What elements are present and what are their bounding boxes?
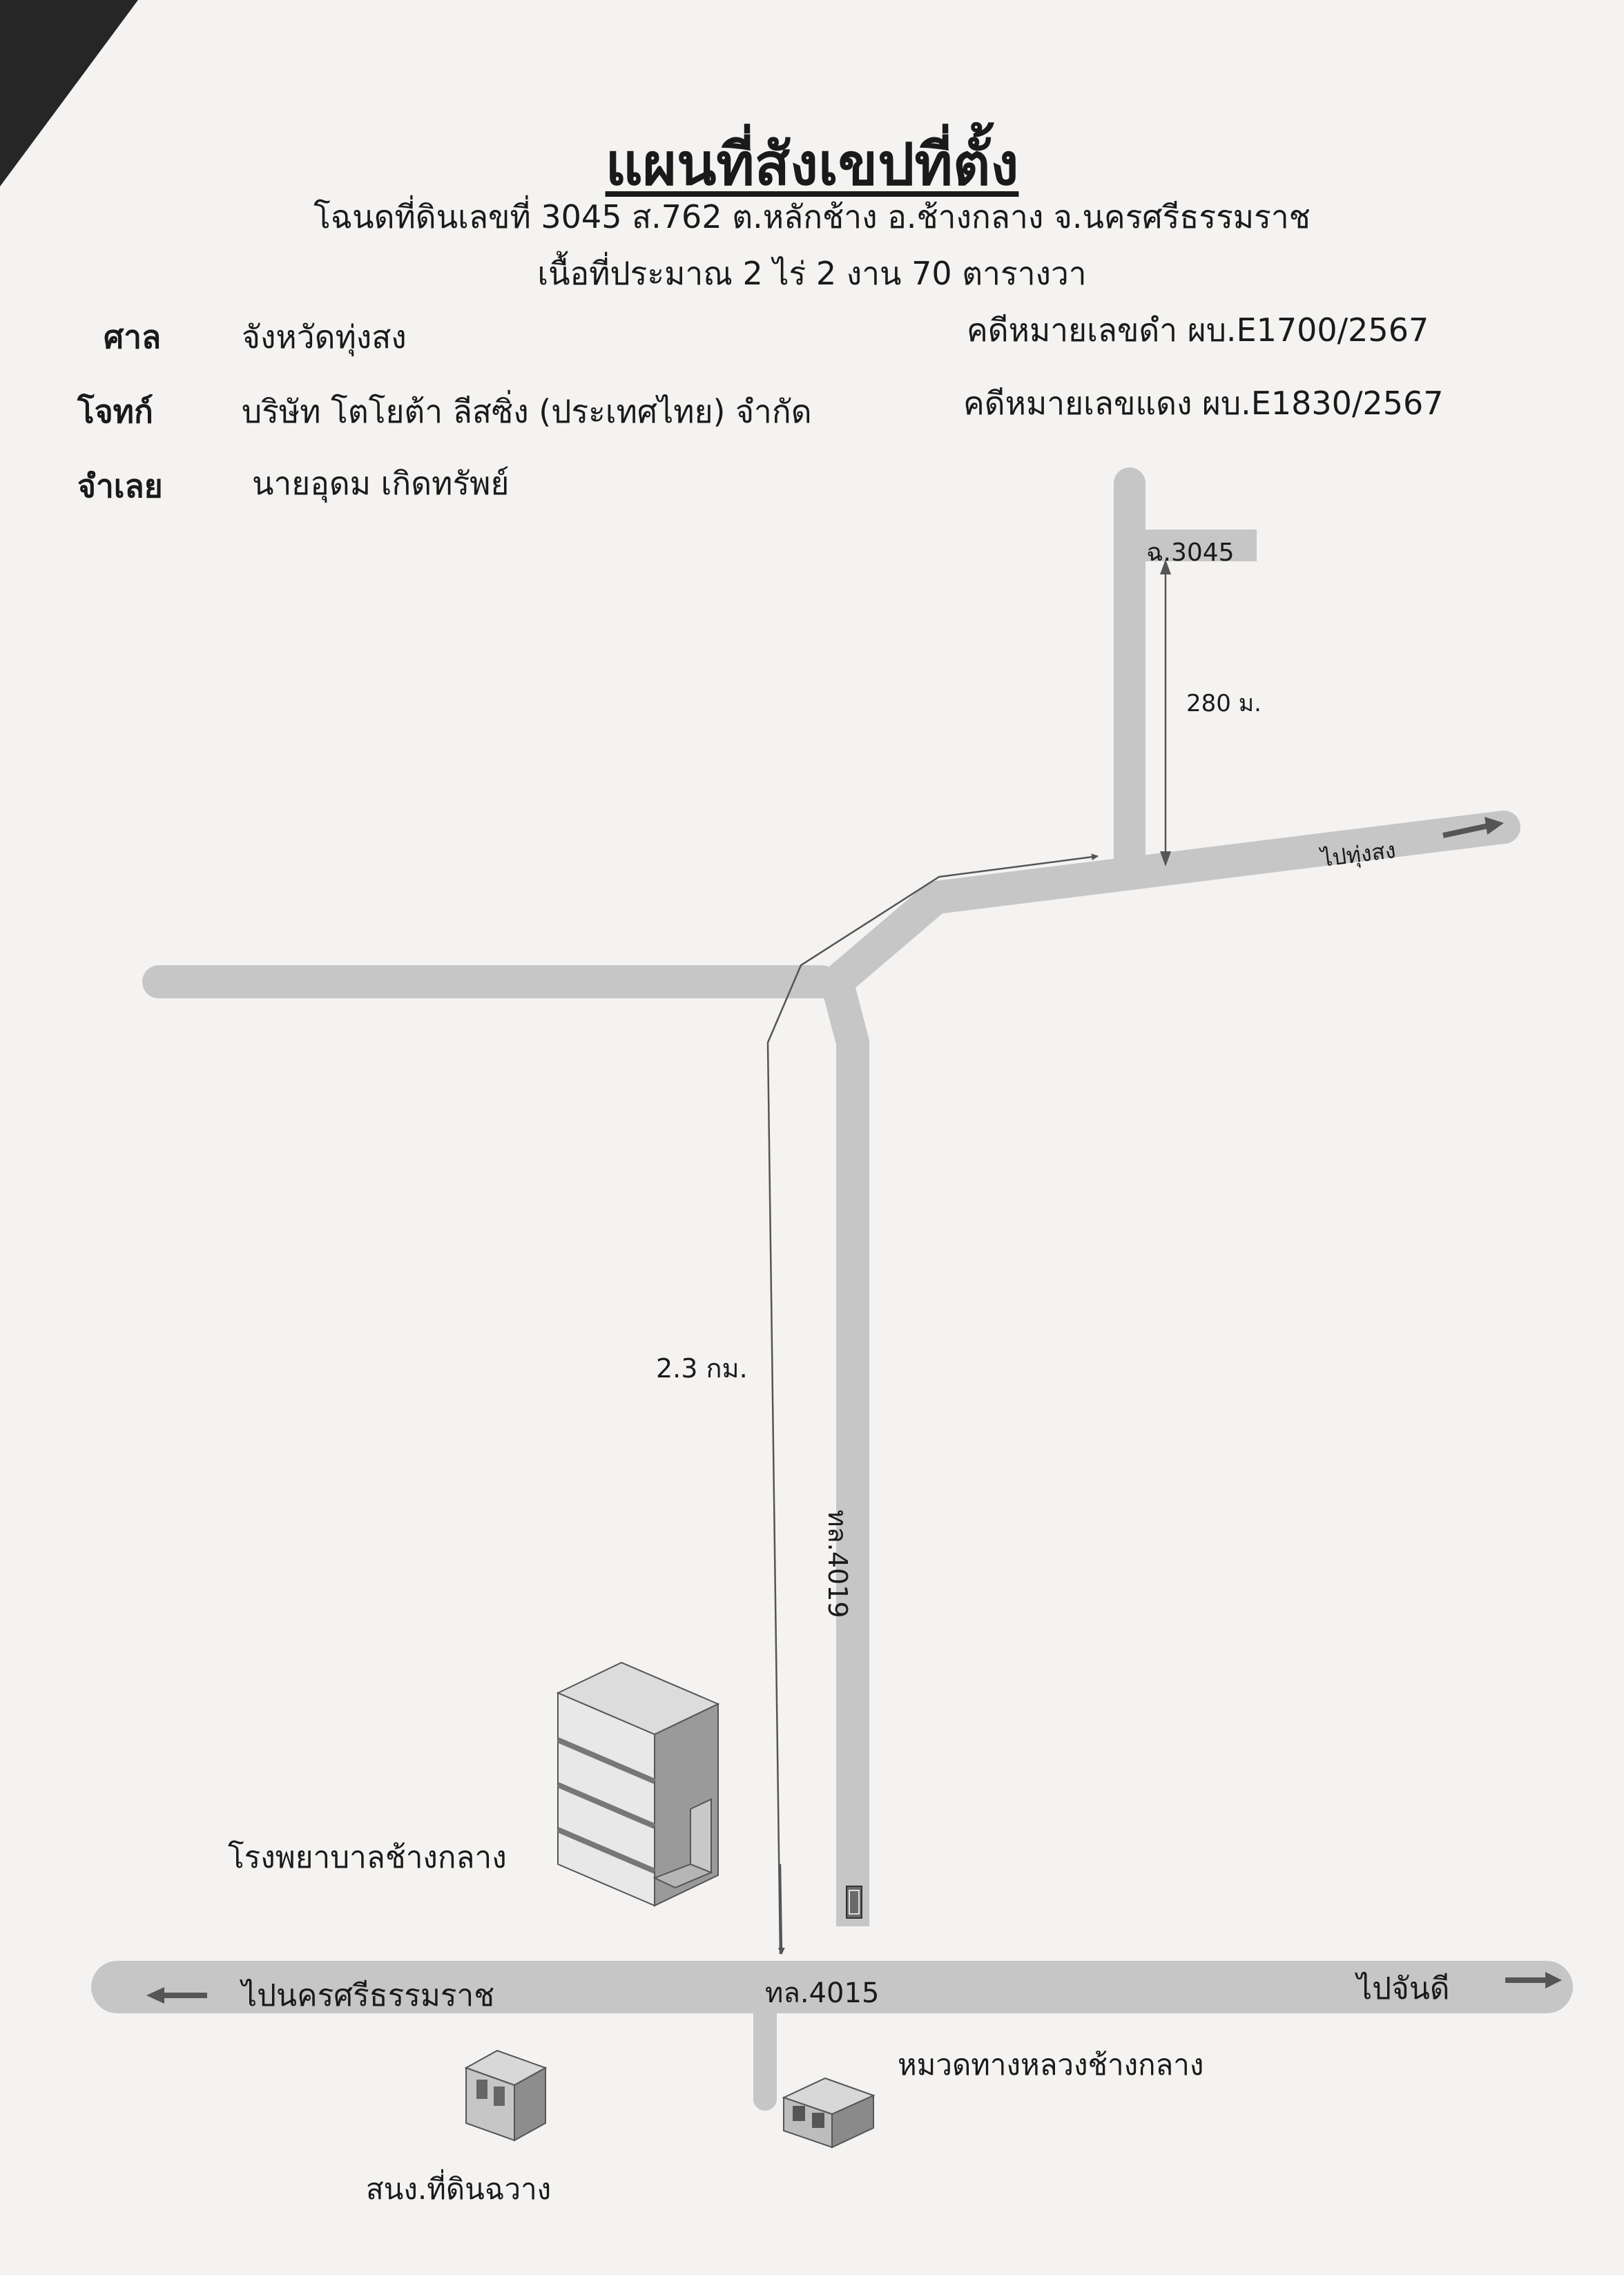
direction-arrows: [146, 817, 1562, 2004]
roads: [91, 467, 1573, 2111]
road-thungsong: [820, 811, 1520, 998]
hospital-label: โรงพยาบาลช้างกลาง: [228, 1840, 507, 1875]
route-distance-label: 2.3 กม.: [656, 1353, 748, 1384]
plaintiff-value: บริษัท โตโยต้า ลีสซิ่ง (ประเทศไทย) จำกัด: [242, 393, 812, 430]
deed-line: โฉนดที่ดินเลขที่ 3045 ส.762 ต.หลักช้าง อ…: [313, 198, 1311, 235]
route-line: [766, 853, 1099, 1955]
parcel-label: ฉ.3045: [1146, 539, 1235, 567]
hospital-building-icon: [556, 1661, 720, 1907]
arrow-right-icon: [1442, 822, 1492, 838]
court-value: จังหวัดทุ่งสง: [242, 318, 407, 356]
document-title: แผนที่สังเขปที่ตั้ง: [605, 130, 1019, 198]
plaintiff-label: โจทก์: [77, 393, 153, 430]
scan-corner-shadow: [0, 0, 138, 186]
route-end-arrow: [777, 1863, 785, 1955]
land-office-building-icon: [464, 2049, 548, 2142]
distance-280m-label: 280 ม.: [1186, 690, 1262, 717]
black-case-number: คดีหมายเลขดำ ผบ.E1700/2567: [967, 311, 1429, 349]
road-4019-label: ทล.4019: [822, 1509, 853, 1618]
land-office-label: สนง.ที่ดินฉวาง: [366, 2169, 551, 2206]
road-4019: [820, 977, 869, 1926]
arrow-left-icon: [146, 1987, 164, 2004]
highway-unit-label: หมวดทางหลวงช้างกลาง: [898, 2048, 1204, 2082]
to-chandi-label: ไปจันดี: [1355, 1971, 1450, 2006]
area-line: เนื้อที่ประมาณ 2 ไร่ 2 งาน 70 ตารางวา: [537, 255, 1087, 292]
court-label: ศาล: [104, 318, 162, 356]
road-sign-icon: [846, 1886, 862, 1919]
defendant-value: นายอุดม เกิดทรัพย์: [252, 465, 510, 502]
arrow-right-icon: [1545, 1972, 1562, 1988]
arrow-right-icon: [1485, 817, 1504, 835]
road-4015-label: ทล.4015: [765, 1977, 879, 2009]
defendant-label: จำเลย: [77, 467, 163, 505]
to-nakhon-label: ไปนครศรีธรรมราช: [240, 1978, 494, 2013]
highway-unit-building-icon: [782, 2077, 876, 2149]
red-case-number: คดีหมายเลขแดง ผบ.E1830/2567: [963, 385, 1444, 422]
